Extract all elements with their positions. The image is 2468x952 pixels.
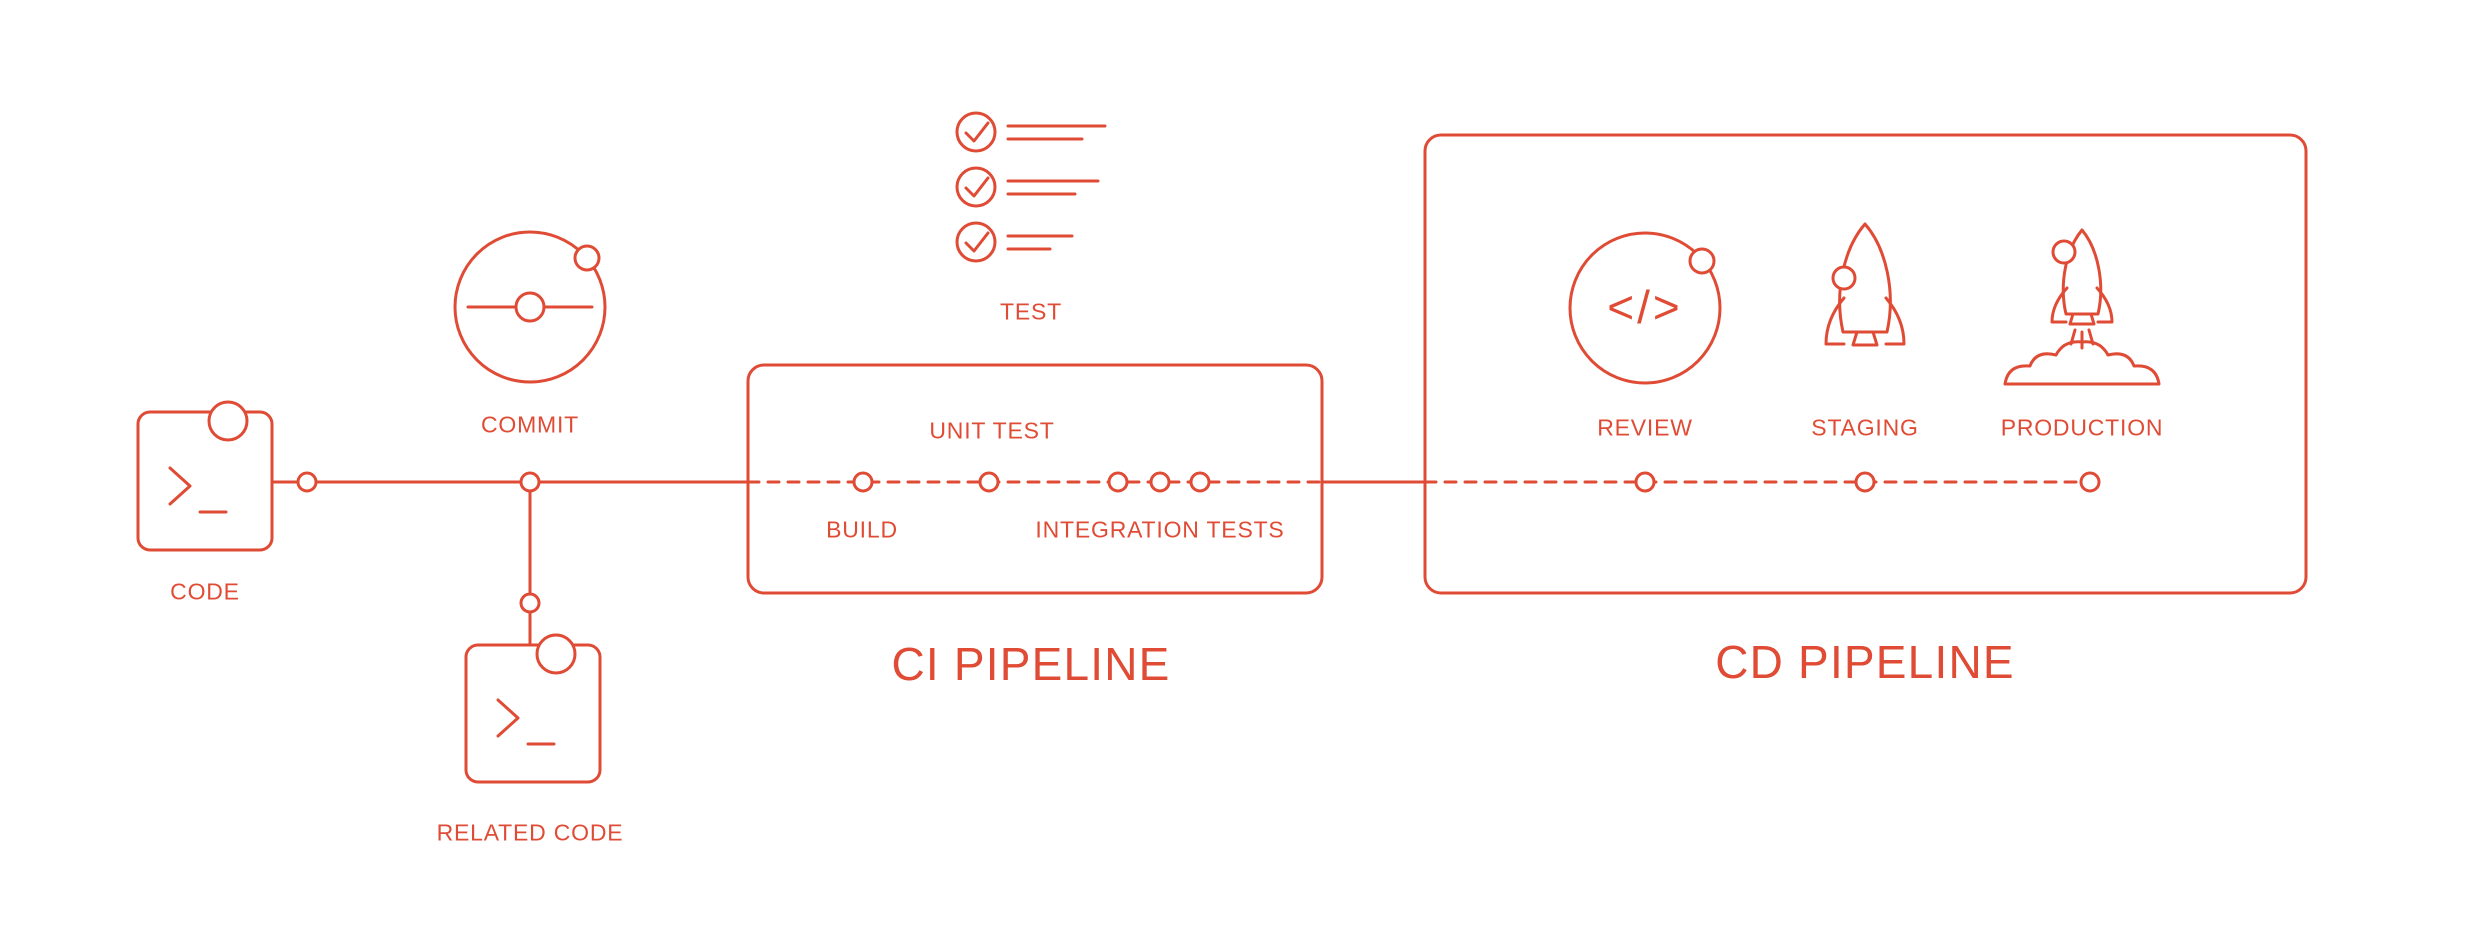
test-label: TEST: [1000, 298, 1062, 325]
commit-label: COMMIT: [480, 411, 580, 438]
code-terminal-icon: [136, 400, 274, 552]
git-commit-icon: [453, 230, 607, 384]
pipeline-nodes: [296, 471, 2101, 614]
cd-pipeline-box: [1423, 133, 2308, 595]
pipeline-connector-lines: [270, 480, 2092, 647]
staging-rocket-icon: [1824, 222, 1906, 347]
staging-label: STAGING: [1811, 414, 1919, 441]
related-code-label: RELATED CODE: [436, 819, 624, 846]
production-rocket-launch-icon: [2003, 228, 2161, 386]
integration-tests-label: INTEGRATION TESTS: [1035, 516, 1285, 543]
test-checklist-icon: [955, 111, 1107, 263]
production-label: PRODUCTION: [2000, 414, 2164, 441]
related-code-terminal-icon: [464, 633, 602, 784]
ci-pipeline-title: CI PIPELINE: [891, 638, 1171, 690]
ci-pipeline-box: [746, 363, 1324, 595]
review-label: REVIEW: [1597, 414, 1693, 441]
code-review-icon: [1568, 231, 1722, 385]
unit-test-label: UNIT TEST: [929, 417, 1055, 444]
build-label: BUILD: [826, 516, 898, 543]
code-label: CODE: [170, 578, 240, 605]
review-code-glyph: </>: [1607, 281, 1683, 333]
cd-pipeline-title: CD PIPELINE: [1715, 636, 2015, 688]
